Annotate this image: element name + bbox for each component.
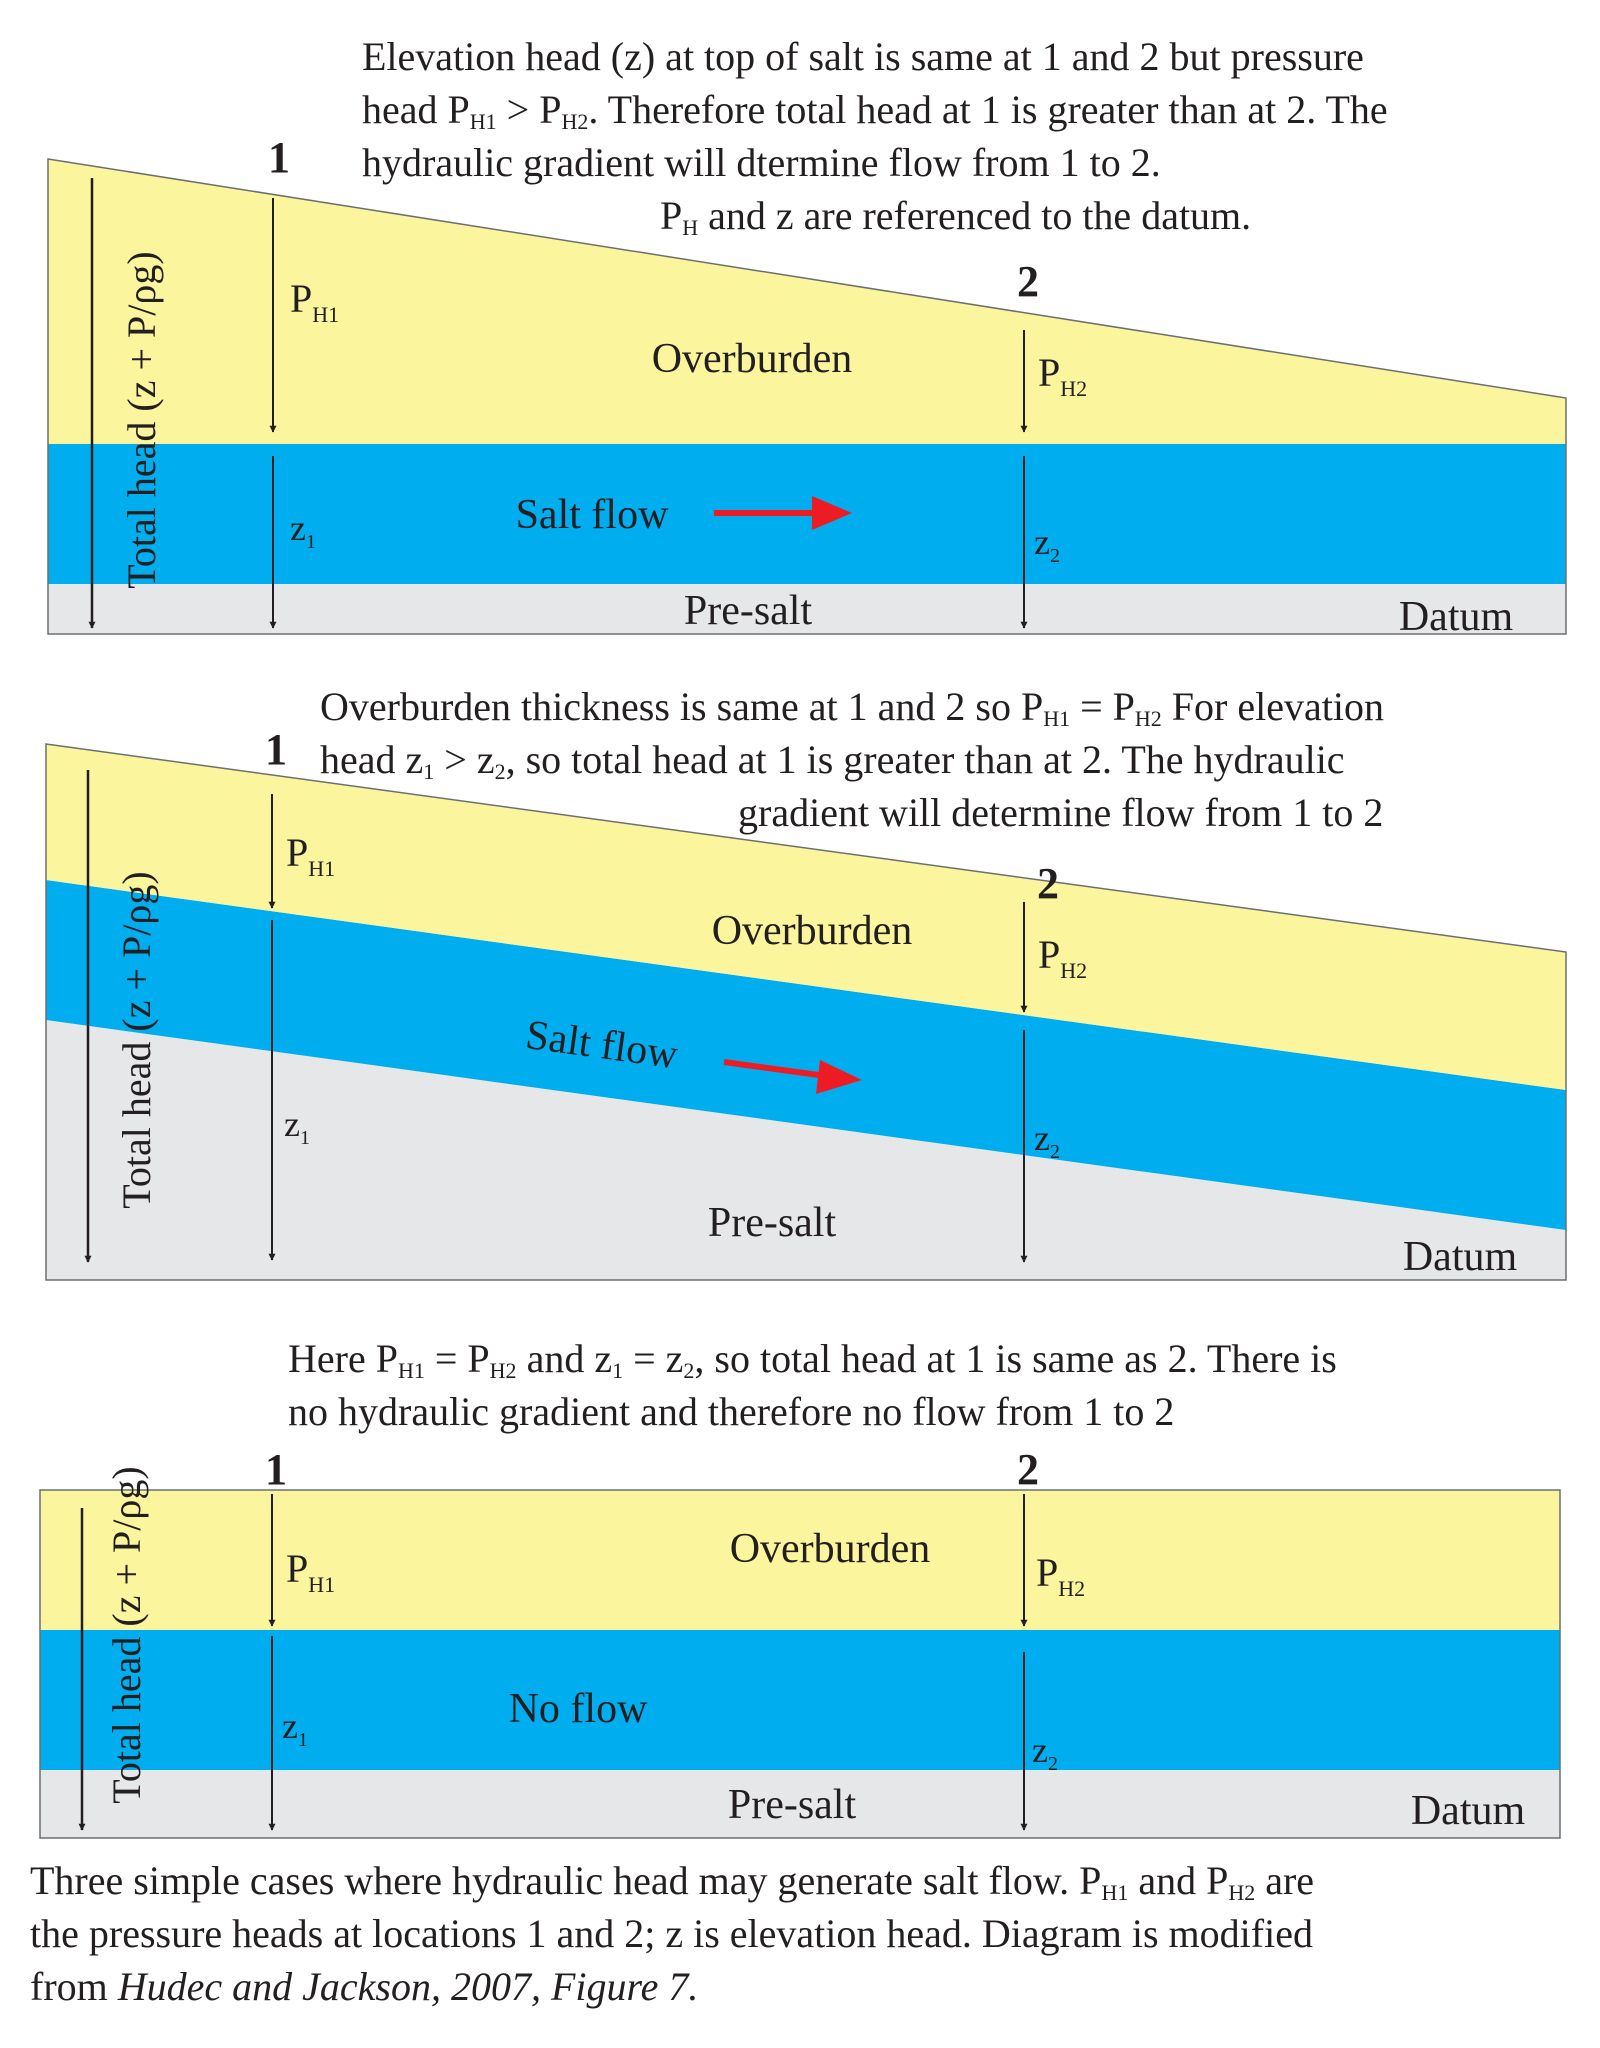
panel3-caption-line1: Here PH1 = PH2 and z1 = z2, so total hea… xyxy=(288,1336,1337,1383)
panel3-outline xyxy=(39,1489,1561,1839)
panel2-flow-arrowhead xyxy=(816,1060,862,1094)
panel1-caption-line2: head PH1 > PH2. Therefore total head at … xyxy=(362,87,1388,134)
figure-caption-line2: the pressure heads at locations 1 and 2;… xyxy=(30,1911,1313,1956)
panel3-caption: Here PH1 = PH2 and z1 = z2, so total hea… xyxy=(288,1332,1337,1438)
panel3-overburden-label: Overburden xyxy=(730,1526,931,1572)
panel2-ph1-label: PH1 xyxy=(286,830,335,881)
panel2-caption-line3: gradient will determine flow from 1 to 2 xyxy=(738,790,1384,835)
panel1-ph1-label: PH1 xyxy=(290,276,339,327)
panel2-ph2-label: PH2 xyxy=(1038,932,1087,983)
panel1-caption-line3: hydraulic gradient will dtermine flow fr… xyxy=(362,140,1161,185)
panel2-caption: Overburden thickness is same at 1 and 2 … xyxy=(320,680,1384,839)
panel1-total-head-label: Total head (z + P/ρg) xyxy=(119,251,164,588)
panel3-datum-label: Datum xyxy=(1411,1788,1526,1834)
panel3-presalt-layer xyxy=(40,1770,1560,1838)
panel2-presalt-layer xyxy=(46,1020,1566,1280)
panel1-diagram: Total head (z + P/ρg) 1 PH1 z1 2 PH2 z2 … xyxy=(47,133,1567,640)
panel2-total-head-label: Total head (z + P/ρg) xyxy=(114,871,159,1208)
panel3-presalt-label: Pre-salt xyxy=(728,1782,857,1828)
panel2-location-1: 1 xyxy=(265,725,287,774)
panel1-caption-line1: Elevation head (z) at top of salt is sam… xyxy=(362,34,1364,79)
panel1-overburden-layer xyxy=(48,159,1566,444)
panel3-z1-label: z1 xyxy=(282,1706,308,1751)
panel1-presalt-label: Pre-salt xyxy=(684,588,813,634)
panel1-presalt-layer xyxy=(48,584,1566,634)
panel1-flow-arrowhead xyxy=(812,496,852,530)
panel1-caption: Elevation head (z) at top of salt is sam… xyxy=(362,30,1388,242)
panel1-datum-label: Datum xyxy=(1399,594,1514,640)
panel3-diagram: Total head (z + P/ρg) 1 PH1 z1 2 PH2 z2 … xyxy=(39,1445,1561,1839)
panel2-presalt-label: Pre-salt xyxy=(708,1200,837,1246)
panel2-overburden-label: Overburden xyxy=(712,908,913,954)
panel3-salt-layer xyxy=(40,1630,1560,1770)
panel2-caption-line1: Overburden thickness is same at 1 and 2 … xyxy=(320,684,1384,731)
panel1-outline xyxy=(47,158,1567,635)
panel2-datum-label: Datum xyxy=(1403,1234,1518,1280)
panel1-z1-label: z1 xyxy=(290,508,316,553)
panel1-z2-label: z2 xyxy=(1034,522,1060,567)
panel1-flow-label: Salt flow xyxy=(516,492,669,538)
panel3-overburden-layer xyxy=(40,1490,1560,1630)
panel1-overburden-label: Overburden xyxy=(652,336,853,382)
panel2-outline xyxy=(45,743,1567,1281)
panel1-caption-line4: PH and z are referenced to the datum. xyxy=(660,193,1252,240)
panel3-total-head-label: Total head (z + P/ρg) xyxy=(104,1466,149,1803)
panel2-z2-label: z2 xyxy=(1034,1118,1060,1163)
citation: Hudec and Jackson, 2007, Figure 7. xyxy=(117,1964,699,2009)
panel1-location-2: 2 xyxy=(1017,257,1039,306)
panel3-location-1: 1 xyxy=(265,1445,287,1494)
panel3-z2-label: z2 xyxy=(1032,1730,1058,1775)
panel3-ph2-label: PH2 xyxy=(1036,1550,1085,1601)
panel3-ph1-label: PH1 xyxy=(286,1546,335,1597)
figure-caption-line1: Three simple cases where hydraulic head … xyxy=(30,1858,1315,1905)
panel2-salt-layer xyxy=(46,880,1566,1230)
panel3-flow-label: No flow xyxy=(509,1686,648,1732)
panel2-diagram: Total head (z + P/ρg) 1 PH1 z1 2 PH2 z2 … xyxy=(45,725,1567,1281)
panel2-overburden-layer xyxy=(46,744,1566,1090)
panel2-location-2: 2 xyxy=(1037,859,1059,908)
panel3-location-2: 2 xyxy=(1017,1445,1039,1494)
figure-caption-line3: from Hudec and Jackson, 2007, Figure 7. xyxy=(30,1964,699,2009)
figure-caption: Three simple cases where hydraulic head … xyxy=(30,1854,1314,2013)
panel2-caption-line2: head z1 > z2, so total head at 1 is grea… xyxy=(320,737,1345,784)
panel1-location-1: 1 xyxy=(268,133,290,182)
panel2-z1-label: z1 xyxy=(284,1104,310,1149)
panel1-ph2-label: PH2 xyxy=(1038,350,1087,401)
panel3-caption-line2: no hydraulic gradient and therefore no f… xyxy=(288,1389,1175,1434)
panel2-flow-arrow xyxy=(723,1059,827,1079)
